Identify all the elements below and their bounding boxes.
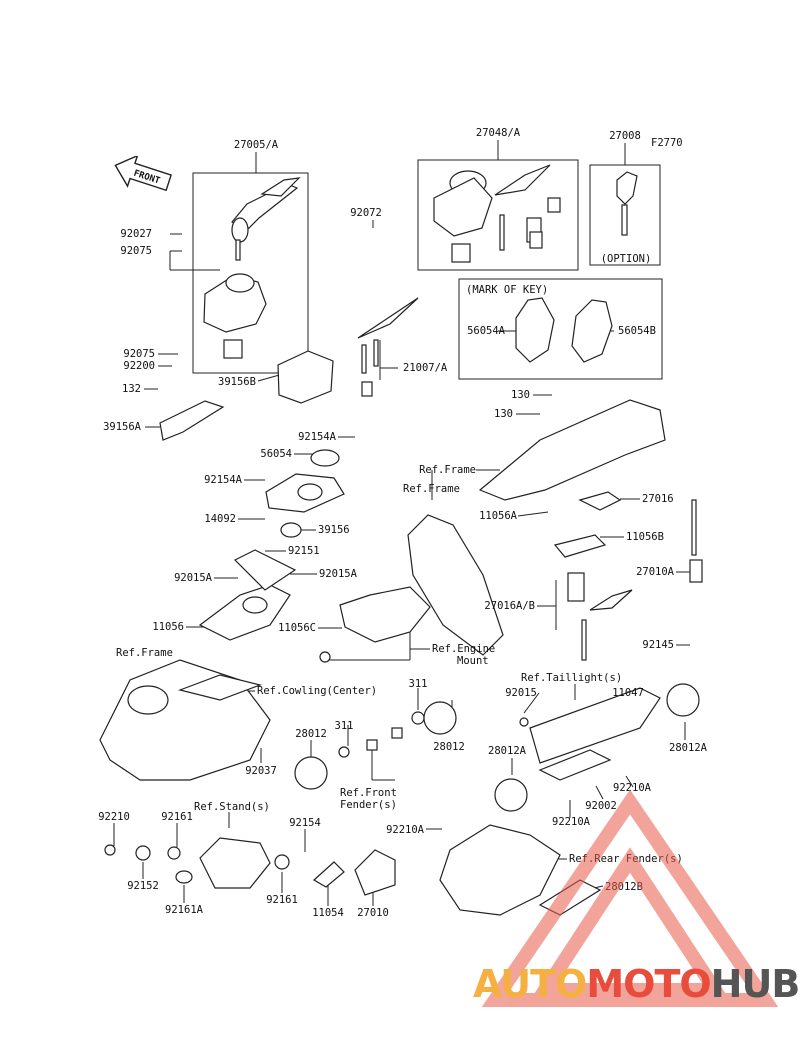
part-label: 27048/A: [475, 127, 521, 139]
ref-label: Ref.Frame: [419, 464, 476, 476]
part-label: 130: [511, 389, 530, 401]
part-label: 92200: [123, 360, 155, 372]
ref-label: Fender(s): [340, 799, 397, 811]
part-label: 21007/A: [403, 362, 448, 374]
front-direction-arrow-icon: FRONT: [114, 156, 172, 192]
part-label: 28012B: [605, 881, 643, 893]
part-label: 92154: [289, 817, 321, 829]
ref-label: Ref.Frame: [116, 647, 173, 659]
part-label: 92154A: [298, 431, 336, 443]
part-label: 11056: [152, 621, 184, 633]
part-label: 39156B: [218, 376, 256, 388]
part-label: 92154A: [204, 474, 242, 486]
part-label: 92075: [120, 245, 152, 257]
part-label: 92037: [245, 765, 277, 777]
ref-label: Ref.Front: [340, 787, 397, 799]
part-label: 11054: [312, 907, 344, 919]
part-label: 27010A: [636, 566, 674, 578]
ref-label: Ref.Frame: [403, 483, 460, 495]
part-label: 56054: [260, 448, 292, 460]
part-label: 28012A: [488, 745, 526, 757]
part-label: 92027: [120, 228, 152, 240]
ref-label: Ref.Taillight(s): [521, 672, 623, 684]
ref-label: Ref.Engine: [432, 643, 496, 655]
part-label: 92161: [161, 811, 193, 823]
watermark-auto: AUTO: [473, 962, 587, 1006]
part-label: 56054B: [618, 325, 656, 337]
ref-label: Ref.Stand(s): [194, 801, 270, 813]
part-label: 11056B: [626, 531, 664, 543]
group-box-27005: [192, 172, 309, 374]
part-label: 92161: [266, 894, 298, 906]
part-label: 92210A: [386, 824, 424, 836]
part-label: 92210A: [552, 816, 590, 828]
key-mark-box: [458, 278, 663, 380]
part-label: 92075: [123, 348, 155, 360]
part-label: 28012A: [669, 742, 707, 754]
ref-label: Ref.Cowling(Center): [257, 685, 378, 697]
part-label: 28012: [295, 728, 327, 740]
part-label: 311: [408, 678, 428, 690]
part-label: 92161A: [165, 904, 203, 916]
part-label: 27010: [357, 907, 389, 919]
part-label: 28012: [433, 741, 465, 753]
part-label: 311: [334, 720, 354, 732]
part-label: 11056A: [479, 510, 517, 522]
watermark-moto: MOTO: [586, 962, 711, 1006]
part-label: 14092: [204, 513, 236, 525]
part-label: 92015A: [319, 568, 357, 580]
part-label: 92152: [127, 880, 159, 892]
option-note: (OPTION): [600, 253, 652, 265]
part-label: 92210A: [613, 782, 651, 794]
part-label: 56054A: [467, 325, 505, 337]
part-label: 92002: [585, 800, 617, 812]
part-label: 92072: [350, 207, 382, 219]
watermark-brand: AUTOMOTOHUB: [473, 962, 800, 1006]
part-label: 27005/A: [233, 139, 279, 151]
part-label: 27016A/B: [484, 600, 535, 612]
watermark-hub: HUB: [710, 962, 800, 1006]
figure-code: F2770: [651, 137, 683, 149]
part-label: 39156A: [103, 421, 141, 433]
ref-label: Mount: [457, 655, 489, 667]
part-label: 11047: [612, 687, 644, 699]
part-label: 92145: [642, 639, 674, 651]
part-label: 27008: [609, 130, 641, 142]
part-label: 132: [122, 383, 141, 395]
part-label: 11056C: [278, 622, 316, 634]
part-label: 130: [494, 408, 513, 420]
part-label: 92015A: [174, 572, 212, 584]
part-label: 92210: [98, 811, 130, 823]
watermark-triangle-logo: [481, 790, 779, 1007]
part-label: 39156: [318, 524, 350, 536]
part-label: 92015: [505, 687, 537, 699]
mark-of-key-title: (MARK OF KEY): [466, 284, 549, 296]
part-label: 92151: [288, 545, 320, 557]
part-label: 27016: [642, 493, 674, 505]
